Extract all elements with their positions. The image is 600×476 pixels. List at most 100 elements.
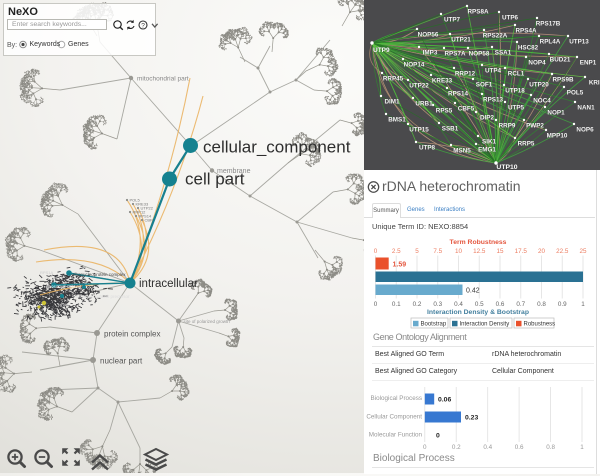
svg-text:IMP3: IMP3 (423, 50, 438, 57)
svg-text:KRE33: KRE33 (136, 202, 149, 207)
svg-text:UTP18: UTP18 (505, 88, 525, 95)
svg-text:ribonucleoprotein complex: ribonucleoprotein complex (73, 272, 126, 277)
svg-text:NOP56: NOP56 (418, 32, 439, 39)
svg-text:0.6: 0.6 (496, 301, 505, 308)
svg-text:RRP45: RRP45 (383, 76, 404, 83)
svg-text:RPS17B: RPS17B (536, 21, 561, 28)
svg-text:RPS1A: RPS1A (40, 270, 53, 275)
svg-text:UTP4: UTP4 (485, 68, 502, 75)
svg-text:RRP12: RRP12 (455, 71, 476, 78)
svg-text:Bootstrap: Bootstrap (421, 321, 447, 327)
svg-text:17.5: 17.5 (515, 248, 528, 255)
svg-text:DIM1: DIM1 (384, 99, 400, 106)
svg-text:KRE33: KRE33 (432, 78, 453, 85)
svg-text:0.8: 0.8 (546, 444, 555, 451)
svg-text:RCL1: RCL1 (508, 71, 525, 78)
svg-text:UTP5: UTP5 (508, 105, 525, 112)
svg-text:nuclear part: nuclear part (100, 357, 143, 366)
svg-text:ribosomal subunit: ribosomal subunit (46, 284, 82, 289)
svg-text:UTP7: UTP7 (444, 17, 461, 24)
svg-text:0.8: 0.8 (537, 301, 546, 308)
svg-text:RPS14: RPS14 (448, 91, 468, 98)
svg-text:UTP6: UTP6 (502, 15, 519, 22)
svg-text:SSB1: SSB1 (442, 126, 459, 133)
svg-text:15: 15 (496, 248, 504, 255)
svg-text:22.5: 22.5 (556, 248, 569, 255)
svg-text:RRP9: RRP9 (499, 123, 516, 130)
svg-text:ENP1: ENP1 (580, 60, 597, 67)
svg-text:RPS22A: RPS22A (483, 33, 508, 40)
svg-text:0: 0 (436, 432, 440, 439)
svg-text:RPS13: RPS13 (483, 97, 503, 104)
svg-text:cellular_component: cellular_component (203, 138, 351, 157)
svg-text:UTP9: UTP9 (373, 47, 390, 54)
svg-text:MPP10: MPP10 (547, 133, 568, 140)
svg-text:CBF5: CBF5 (458, 106, 475, 113)
svg-text:protein complex: protein complex (104, 330, 160, 339)
svg-text:7.5: 7.5 (433, 248, 442, 255)
svg-text:0: 0 (374, 301, 378, 308)
svg-text:UTP13: UTP13 (569, 39, 589, 46)
svg-text:2.5: 2.5 (392, 248, 401, 255)
svg-text:Molecular Function: Molecular Function (369, 431, 423, 438)
svg-text:NOP14: NOP14 (404, 62, 425, 69)
svg-text:RRP5: RRP5 (518, 141, 535, 148)
svg-text:CBF5: CBF5 (145, 218, 156, 223)
svg-text:Interaction Density: Interaction Density (460, 321, 510, 327)
svg-text:10: 10 (455, 248, 463, 255)
svg-text:0: 0 (374, 248, 378, 255)
svg-text:UTP22: UTP22 (141, 206, 154, 211)
svg-text:UTP20: UTP20 (529, 82, 549, 89)
svg-text:0.9: 0.9 (558, 301, 567, 308)
svg-text:URB1: URB1 (415, 101, 433, 108)
svg-text:1.59: 1.59 (393, 261, 407, 268)
svg-text:MSN5: MSN5 (453, 148, 471, 155)
svg-text:0.2: 0.2 (452, 444, 461, 451)
svg-text:Cellular Component: Cellular Component (366, 413, 422, 420)
svg-text:NOP58: NOP58 (469, 51, 490, 58)
svg-text:UTP10: UTP10 (496, 164, 517, 170)
svg-text:membrane: membrane (217, 168, 251, 175)
svg-text:RPS5: RPS5 (436, 108, 453, 115)
svg-text:RPS14: RPS14 (139, 214, 152, 219)
svg-text:RPL4A: RPL4A (540, 39, 561, 46)
svg-text:NOP6: NOP6 (576, 127, 594, 134)
svg-text:UTP22: UTP22 (409, 83, 429, 90)
svg-text:SSA1: SSA1 (495, 50, 512, 57)
svg-text:0.5: 0.5 (475, 301, 484, 308)
svg-text:mitochondrial part: mitochondrial part (137, 76, 189, 83)
svg-text:PWP2: PWP2 (526, 123, 544, 130)
svg-text:NOP1: NOP1 (547, 110, 565, 117)
svg-text:Interaction Density & Bootstra: Interaction Density & Bootstrap (427, 309, 529, 316)
svg-text:RPS8A: RPS8A (468, 9, 489, 16)
svg-text:0.7: 0.7 (516, 301, 525, 308)
svg-text:20: 20 (538, 248, 546, 255)
svg-text:DIP2: DIP2 (480, 115, 494, 122)
svg-text:NOP4: NOP4 (58, 303, 70, 308)
svg-text:KRI1: KRI1 (589, 80, 600, 87)
svg-text:5: 5 (415, 248, 419, 255)
svg-text:site of polarized growth: site of polarized growth (184, 319, 231, 324)
svg-text:NAN1: NAN1 (577, 105, 595, 112)
svg-text:Term Robustness: Term Robustness (450, 239, 507, 246)
svg-text:1: 1 (581, 301, 585, 308)
svg-text:?: ? (141, 22, 145, 29)
svg-text:0.4: 0.4 (454, 301, 463, 308)
svg-text:SIK1: SIK1 (482, 139, 496, 146)
svg-text:0.3: 0.3 (433, 301, 442, 308)
svg-text:RPS7A: RPS7A (445, 51, 466, 58)
svg-text:intracellular: intracellular (139, 278, 198, 290)
svg-text:RRP12: RRP12 (133, 210, 147, 215)
svg-text:SOF1: SOF1 (476, 82, 493, 89)
svg-text:POL5: POL5 (567, 90, 584, 97)
svg-text:ribosomal subunit precursor: ribosomal subunit precursor (74, 294, 130, 299)
svg-text:0.4: 0.4 (483, 444, 492, 451)
svg-text:RPS9B: RPS9B (553, 77, 574, 84)
svg-text:NOP4: NOP4 (528, 60, 546, 67)
svg-text:0.1: 0.1 (392, 301, 401, 308)
svg-text:0.6: 0.6 (515, 444, 524, 451)
svg-text:BMS1: BMS1 (388, 117, 406, 124)
svg-text:0.42: 0.42 (466, 287, 480, 294)
svg-text:UTP8: UTP8 (419, 145, 436, 152)
svg-text:RPS4A: RPS4A (516, 28, 537, 35)
